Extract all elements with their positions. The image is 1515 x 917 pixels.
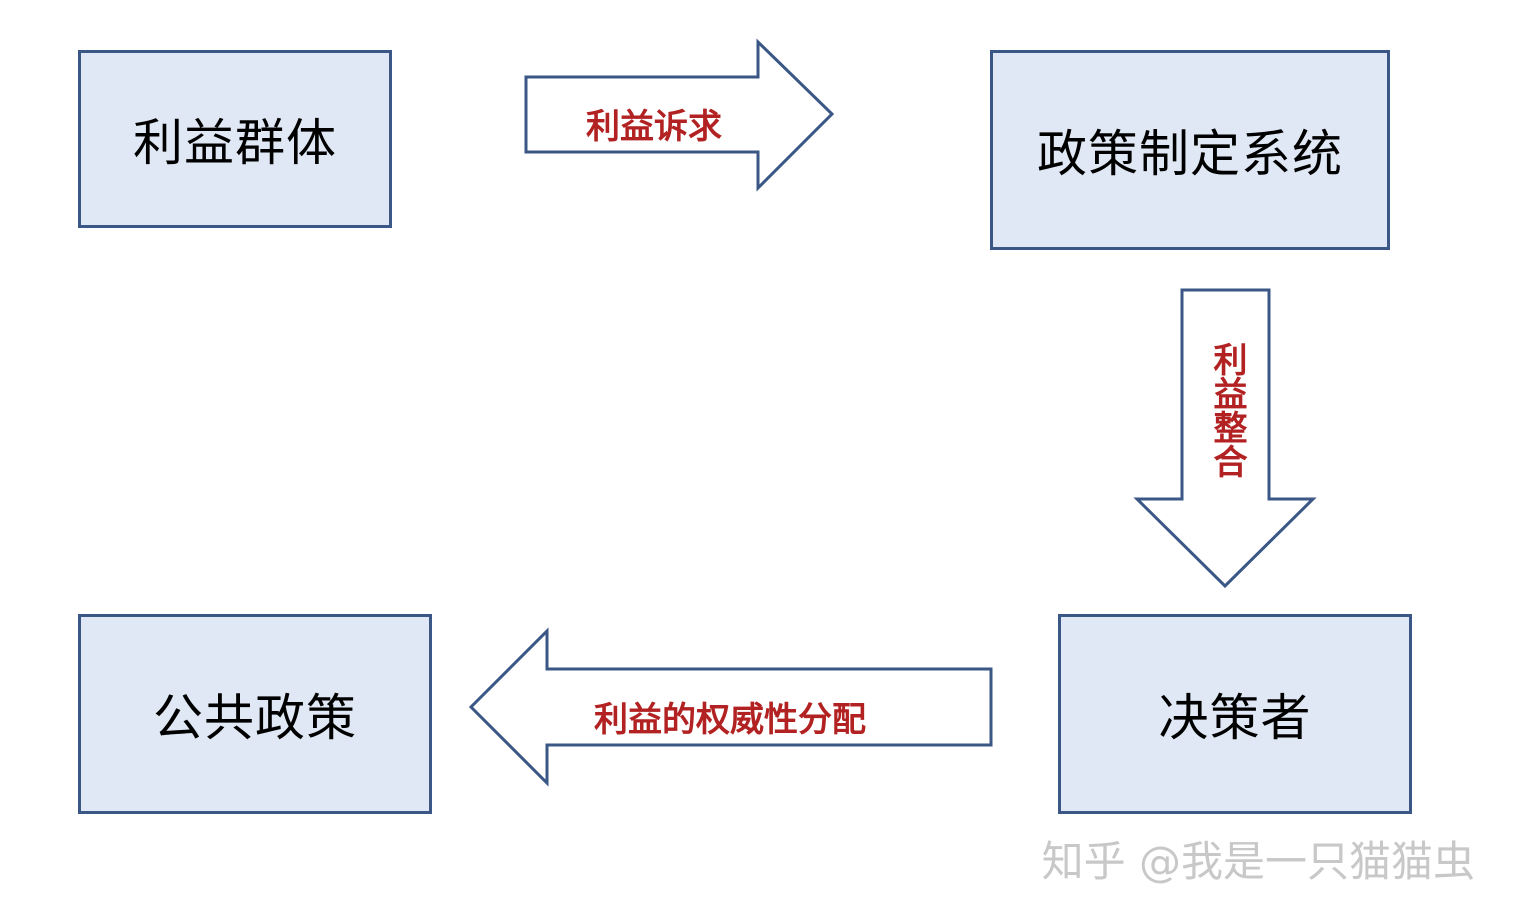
node-decision-maker: 决策者 bbox=[1058, 614, 1412, 814]
node-interest-groups-label: 利益群体 bbox=[133, 114, 337, 172]
watermark: 知乎 @我是一只猫猫虫 bbox=[1041, 837, 1475, 886]
arrow-right-demand bbox=[524, 38, 835, 192]
node-public-policy-label: 公共政策 bbox=[153, 689, 357, 747]
node-policy-making-system-label: 政策制定系统 bbox=[1037, 125, 1343, 183]
node-interest-groups: 利益群体 bbox=[78, 50, 392, 228]
arrow-left-distribution bbox=[468, 627, 993, 787]
node-policy-making-system: 政策制定系统 bbox=[990, 50, 1390, 250]
arrow-label-integration: 利益整合 bbox=[1207, 342, 1247, 478]
arrow-label-distribution: 利益的权威性分配 bbox=[594, 700, 866, 740]
arrow-down-integration bbox=[1133, 288, 1317, 589]
arrow-label-demand: 利益诉求 bbox=[586, 107, 722, 147]
node-public-policy: 公共政策 bbox=[78, 614, 432, 814]
node-decision-maker-label: 决策者 bbox=[1158, 689, 1312, 747]
